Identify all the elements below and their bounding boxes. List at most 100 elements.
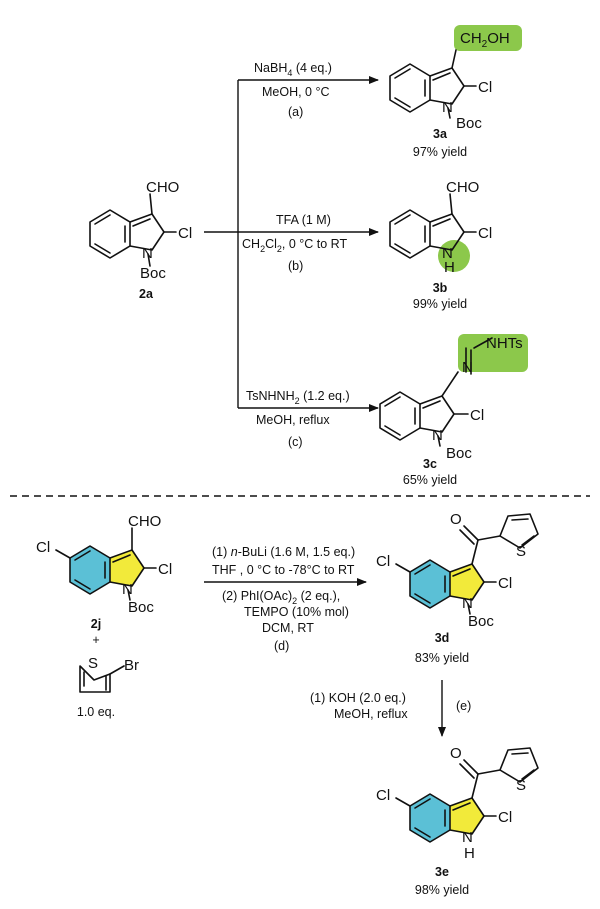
ch2oh-oh: OH — [487, 30, 510, 47]
letter-b: (b) — [288, 259, 303, 273]
solvent-b-tail: , 0 °C to RT — [282, 237, 348, 251]
h-label: H — [444, 259, 455, 276]
reagent-c-sub: 2 — [295, 396, 300, 406]
solvent-b-sub1: 2 — [260, 244, 265, 254]
reagent-a: NaBH — [254, 61, 287, 75]
cl-label-2: Cl — [498, 809, 512, 826]
n-label: N — [462, 595, 473, 612]
reagent-c-tail: (1.2 eq.) — [300, 389, 350, 403]
molecule-3b: CHO Cl N H 3b 99% yield — [389, 179, 492, 311]
molecule-3e: O S Cl Cl N H 3e 98% yield — [376, 745, 539, 897]
letter-a: (a) — [288, 105, 303, 119]
highlight-nh — [438, 240, 470, 272]
s-label: S — [516, 777, 526, 794]
cl-label-2: Cl — [498, 575, 512, 592]
cl-label: Cl — [478, 225, 492, 242]
benzo-ring-fill — [70, 546, 110, 594]
n-label: N — [432, 427, 443, 444]
boc-label: Boc — [128, 599, 154, 616]
d-line1-pre: (1) — [212, 545, 231, 559]
compound-label-3a: 3a — [433, 127, 448, 141]
svg-text:(2) PhI(OAc)2 (2 eq.),: (2) PhI(OAc)2 (2 eq.), — [222, 589, 340, 606]
solvent-c: MeOH, reflux — [256, 413, 330, 427]
compound-label-3e: 3e — [435, 865, 449, 879]
cl-label-2: Cl — [158, 561, 172, 578]
molecule-3d: O S Cl Cl N Boc 3d 83% yield — [376, 511, 539, 665]
yield-3b: 99% yield — [413, 297, 467, 311]
svg-text:NaBH4 (4 eq.): NaBH4 (4 eq.) — [254, 61, 332, 78]
compound-label-2j: 2j — [91, 617, 101, 631]
s-label: S — [88, 655, 98, 672]
compound-label-3b: 3b — [433, 281, 448, 295]
highlight-ch2oh — [454, 25, 522, 51]
n-label: N — [442, 99, 453, 116]
e-line1: (1) KOH (2.0 eq.) — [310, 691, 406, 705]
yield-3c: 65% yield — [403, 473, 457, 487]
conditions-c: TsNHNH2 (1.2 eq.) MeOH, reflux (c) — [246, 389, 350, 449]
ch2oh-sub: 2 — [482, 39, 488, 50]
o-label: O — [450, 511, 462, 528]
benzo-ring-fill — [410, 794, 450, 842]
d-line1-italic: n — [231, 545, 238, 559]
cl-label-5: Cl — [376, 553, 390, 570]
letter-d: (d) — [274, 639, 289, 653]
cl-label: Cl — [178, 225, 192, 242]
cl-label-5: Cl — [376, 787, 390, 804]
h-label: H — [464, 845, 475, 862]
highlight-hydrazone — [458, 334, 528, 372]
cho-label: CHO — [446, 179, 479, 196]
branch-lines — [204, 76, 379, 412]
reagent-a-sub: 4 — [287, 68, 292, 78]
reagent-a-tail: (4 eq.) — [292, 61, 332, 75]
letter-e: (e) — [456, 699, 471, 713]
boc-label: Boc — [140, 265, 166, 282]
molecule-bromothiophene: S Br 1.0 eq. — [77, 655, 139, 719]
letter-c: (c) — [288, 435, 303, 449]
d-line3-pre: (2) PhI(OAc) — [222, 589, 292, 603]
molecule-2a: CHO Cl N Boc 2a — [89, 179, 192, 301]
o-label: O — [450, 745, 462, 762]
cl-label: Cl — [470, 407, 484, 424]
n-label: N — [442, 245, 453, 262]
solvent-a: MeOH, 0 °C — [262, 85, 330, 99]
yield-3e: 98% yield — [415, 883, 469, 897]
d-line4: TEMPO (10% mol) — [244, 605, 349, 619]
boc-label: Boc — [468, 613, 494, 630]
n-label: N — [122, 581, 133, 598]
solvent-b-sub2: 2 — [277, 244, 282, 254]
boc-label: Boc — [446, 445, 472, 462]
molecule-3c: NHTs N Cl N Boc 3c 65% yield — [379, 334, 528, 487]
equiv-label: 1.0 eq. — [77, 705, 115, 719]
d-line3-sub: 2 — [292, 596, 297, 606]
n-label: N — [462, 829, 473, 846]
svg-text:CH2Cl2, 0 °C to RT: CH2Cl2, 0 °C to RT — [242, 237, 347, 254]
molecule-3a: CH2OH Cl N Boc 3a 97% yield — [389, 25, 522, 159]
solvent-b-ch: CH — [242, 237, 260, 251]
svg-text:CH2OH: CH2OH — [460, 30, 510, 50]
conditions-d: (1) n-BuLi (1.6 M, 1.5 eq.) THF , 0 °C t… — [212, 545, 355, 653]
reagent-c: TsNHNH — [246, 389, 295, 403]
molecule-2j: CHO Cl Cl N Boc 2j + — [36, 513, 172, 647]
cl-label: Cl — [478, 79, 492, 96]
conditions-a: NaBH4 (4 eq.) MeOH, 0 °C (a) — [254, 61, 332, 119]
compound-label-2a: 2a — [139, 287, 154, 301]
solvent-b-cl: Cl — [265, 237, 277, 251]
compound-label-3c: 3c — [423, 457, 437, 471]
ch2oh-ch: CH — [460, 30, 482, 47]
compound-label-3d: 3d — [435, 631, 450, 645]
cl-label-5: Cl — [36, 539, 50, 556]
svg-text:(1) n-BuLi (1.6 M, 1.5 eq.): (1) n-BuLi (1.6 M, 1.5 eq.) — [212, 545, 355, 559]
cho-label: CHO — [146, 179, 179, 196]
br-label: Br — [124, 657, 139, 674]
d-line3-tail: (2 eq.), — [297, 589, 340, 603]
conditions-b: TFA (1 M) CH2Cl2, 0 °C to RT (b) — [242, 213, 347, 273]
e-line2: MeOH, reflux — [334, 707, 408, 721]
plus-sign: + — [92, 633, 99, 647]
nhts-label: NHTs — [486, 335, 523, 352]
benzo-ring-fill — [410, 560, 450, 608]
conditions-e: (1) KOH (2.0 eq.) MeOH, reflux (e) — [310, 691, 471, 721]
yield-3d: 83% yield — [415, 651, 469, 665]
cho-label: CHO — [128, 513, 161, 530]
d-line5: DCM, RT — [262, 621, 314, 635]
